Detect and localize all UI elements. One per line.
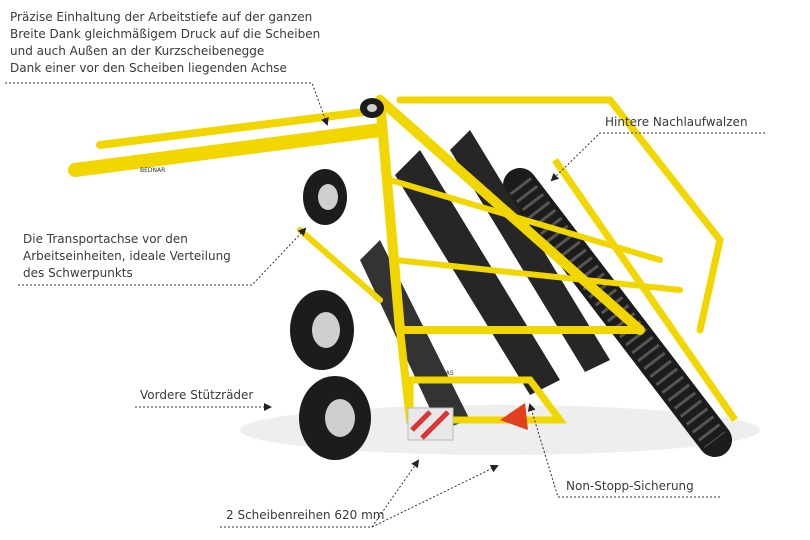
callout-line-disc-rows-2 xyxy=(371,465,499,528)
front-wheel-upper xyxy=(290,290,354,370)
callout-line-depth xyxy=(5,82,329,126)
callout-depth: Präzise Einhaltung der Arbeitstiefe auf … xyxy=(10,9,320,77)
callout-front-wheels: Vordere Stützräder xyxy=(140,388,254,402)
reflector-triangle xyxy=(500,403,528,430)
callout-lines xyxy=(5,82,765,528)
callout-transport-line: Arbeitseinheiten, ideale Verteilung xyxy=(23,249,231,263)
callout-line-non-stop xyxy=(527,403,720,498)
transport-wheel xyxy=(303,169,347,225)
callout-depth-line: und auch Außen an der Kurzscheibenegge xyxy=(10,44,265,58)
callout-transport-line: des Schwerpunkts xyxy=(23,266,133,280)
callout-line-rear-rollers xyxy=(550,132,765,182)
callout-depth-line: Breite Dank gleichmäßigem Druck auf die … xyxy=(10,27,321,41)
brand-mark: BEDNAR xyxy=(140,167,165,174)
main-frame xyxy=(68,95,724,424)
front-wheel-lower xyxy=(299,376,371,460)
small-top-wheel xyxy=(360,98,384,118)
callout-depth-line: Präzise Einhaltung der Arbeitstiefe auf … xyxy=(10,10,313,24)
model-mark: ATLAS xyxy=(435,370,454,377)
callout-disc-rows: 2 Scheibenreihen 620 mm xyxy=(226,508,385,522)
callout-line-transport-axle xyxy=(18,227,307,286)
callout-transport-axle: Die Transportachse vor den Arbeitseinhei… xyxy=(23,231,231,282)
callout-depth-line: Dank einer vor den Scheiben liegenden Ac… xyxy=(10,61,287,75)
callout-rear-rollers: Hintere Nachlaufwalzen xyxy=(605,115,748,129)
callout-transport-line: Die Transportachse vor den xyxy=(23,232,188,246)
callout-non-stop: Non-Stopp-Sicherung xyxy=(566,479,694,493)
